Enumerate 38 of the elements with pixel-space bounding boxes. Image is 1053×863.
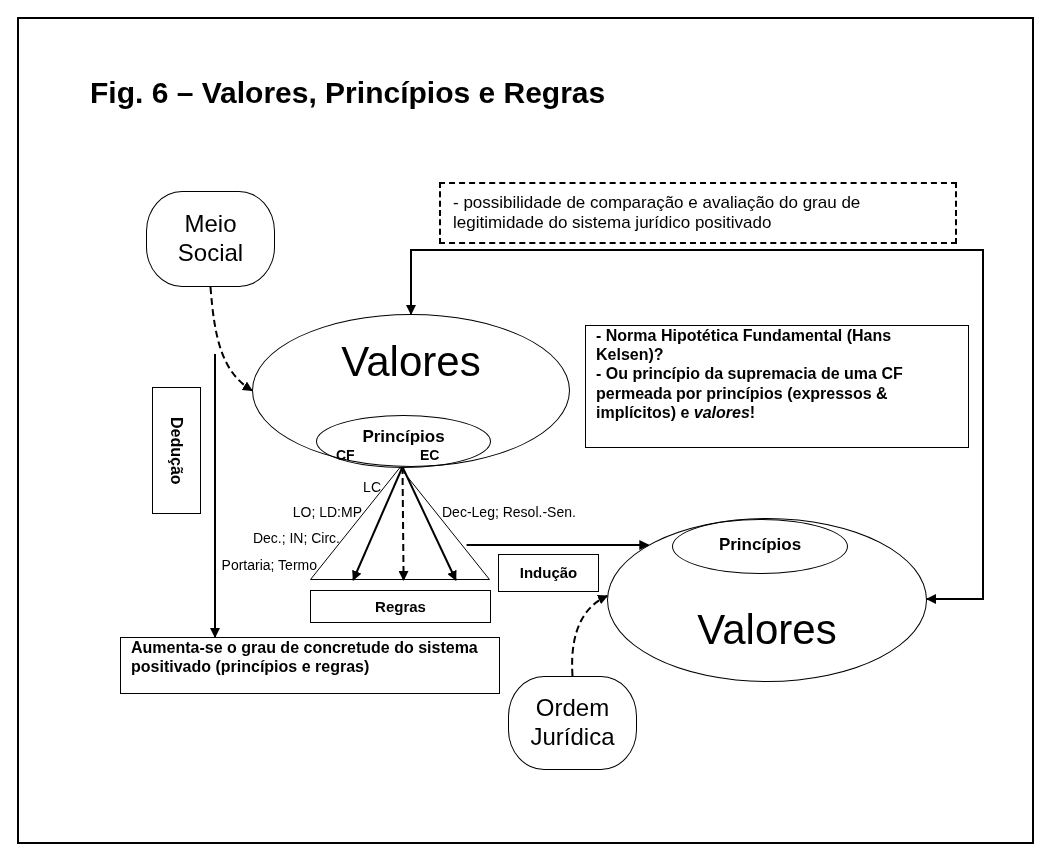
- node-text: Princípios: [717, 535, 803, 556]
- rounded-box: [146, 191, 275, 287]
- text-label: Portaria; Termo: [221, 556, 317, 574]
- node-text: Ordem Jurídica: [530, 694, 615, 752]
- text-box: [120, 637, 500, 694]
- node-text: - possibilidade de comparação e avaliação do grau de legitimidade do sistema jurídico positivado: [453, 192, 862, 234]
- arrow: [401, 466, 457, 581]
- node-text: Aumenta-se o grau de concretude do sistema positivado (princípios e regras): [131, 638, 479, 677]
- node-text: Meio Social: [176, 210, 245, 268]
- text-label: LC: [363, 478, 381, 496]
- rounded-box: [508, 676, 637, 770]
- text-box: [585, 325, 969, 448]
- diagram-title: Fig. 6 – Valores, Princípios e Regras: [90, 76, 606, 110]
- text-label: LO; LD:MP: [292, 503, 362, 521]
- text-label: Dec-Leg; Resol.-Sen.: [442, 503, 576, 521]
- node-text: Valores: [340, 337, 482, 387]
- vertical-text-box: [152, 387, 201, 514]
- node-text: - Ou princípio da supremacia de uma CF permeada por princípios (expressos & implícitos) e valores!: [596, 364, 904, 422]
- node-text: Valores: [696, 605, 838, 655]
- text-label: EC: [420, 446, 440, 464]
- node-text: Princípios: [361, 427, 446, 448]
- arrow: [398, 466, 409, 581]
- arrow: [571, 595, 609, 677]
- text-label: Dec.; IN; Circ.: [252, 529, 340, 547]
- arrow: [210, 353, 220, 638]
- arrow: [352, 466, 404, 581]
- node-text: Dedução: [167, 416, 187, 485]
- ellipse: [252, 314, 570, 467]
- arrow: [465, 540, 650, 550]
- node-text: Indução: [518, 564, 579, 582]
- text-box: [498, 554, 599, 592]
- arrow: [406, 249, 984, 604]
- arrow: [209, 286, 253, 392]
- node-text: Regras: [374, 597, 427, 616]
- text-label: CF: [336, 446, 355, 464]
- text-box: [310, 590, 491, 623]
- node-text: - Norma Hipotética Fundamental (Hans Kelsen)?: [596, 326, 893, 365]
- dashed-note-box: [439, 182, 957, 244]
